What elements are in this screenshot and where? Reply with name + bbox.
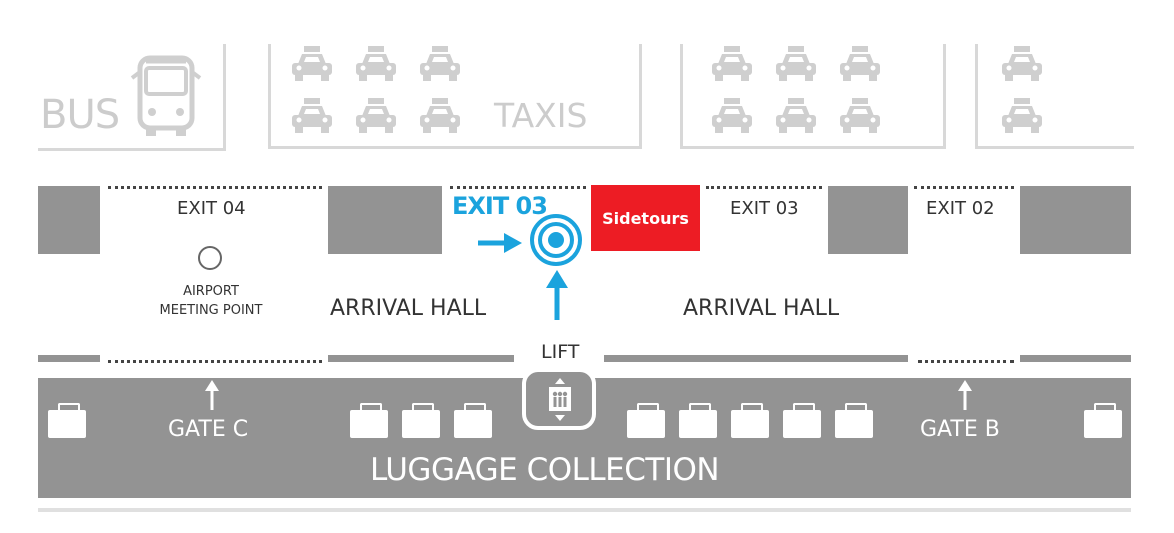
wall-block <box>328 186 442 254</box>
lift-icon[interactable] <box>522 368 596 430</box>
bottom-rule <box>38 508 1131 512</box>
gate-c-label: GATE C <box>168 417 249 442</box>
taxi-icon <box>356 46 396 81</box>
arrival-hall-right: ARRIVAL HALL <box>683 296 840 321</box>
taxi-bay-2 <box>680 44 946 149</box>
sidetours-badge[interactable]: Sidetours <box>591 185 700 251</box>
exit-03-label: EXIT 03 <box>730 198 799 219</box>
taxi-icon <box>712 46 752 81</box>
luggage-icon <box>402 403 440 438</box>
taxis-label: TAXIS <box>494 96 588 135</box>
gate-c-arrow-icon <box>205 380 219 410</box>
taxi-icon <box>292 46 332 81</box>
luggage-icon <box>1084 403 1122 438</box>
exit-doorway <box>914 186 1014 189</box>
luggage-icon <box>731 403 769 438</box>
luggage-icon <box>679 403 717 438</box>
exit-03-highlight: EXIT 03 <box>452 192 548 220</box>
arrival-hall-left: ARRIVAL HALL <box>330 296 487 321</box>
luggage-icon <box>350 403 388 438</box>
gate-b-label: GATE B <box>920 417 1000 442</box>
taxi-icon <box>776 46 816 81</box>
you-are-here-icon <box>530 214 582 266</box>
lift-label: LIFT <box>541 341 580 363</box>
taxi-icon <box>712 98 752 133</box>
gate-doorway <box>918 360 1014 363</box>
arrow-right-icon <box>478 233 522 253</box>
arrow-up-icon <box>546 270 568 320</box>
lower-wall <box>38 355 100 362</box>
luggage-icon <box>454 403 492 438</box>
taxi-bay-1 <box>268 44 642 149</box>
exit-doorway <box>450 186 586 189</box>
taxi-icon <box>292 98 332 133</box>
exit-02-label: EXIT 02 <box>926 198 995 219</box>
taxi-icon <box>420 46 460 81</box>
bus-label: BUS <box>40 92 120 138</box>
bus-icon <box>130 55 202 136</box>
taxi-icon <box>840 46 880 81</box>
taxi-icon <box>840 98 880 133</box>
taxi-icon <box>420 98 460 133</box>
bus-bay <box>38 44 226 151</box>
exit-doorway <box>108 186 322 189</box>
luggage-icon <box>627 403 665 438</box>
meeting-point-label: AIRPORT MEETING POINT <box>150 282 272 320</box>
luggage-icon <box>783 403 821 438</box>
luggage-collection-label: LUGGAGE COLLECTION <box>370 452 720 488</box>
wall-block <box>1020 186 1131 254</box>
exit-doorway <box>706 186 822 189</box>
sidetours-label: Sidetours <box>602 208 689 228</box>
gate-doorway <box>108 360 322 363</box>
taxi-bay-3 <box>975 44 1134 149</box>
taxi-icon <box>776 98 816 133</box>
lower-wall <box>328 355 514 362</box>
wall-block <box>38 186 100 254</box>
lower-wall <box>604 355 908 362</box>
meeting-point-icon <box>198 246 222 270</box>
taxi-icon <box>1002 98 1042 133</box>
exit-04-label: EXIT 04 <box>177 198 246 219</box>
wall-block <box>828 186 908 254</box>
lower-wall <box>1020 355 1131 362</box>
taxi-icon <box>1002 46 1042 81</box>
luggage-icon <box>48 403 86 438</box>
luggage-icon <box>835 403 873 438</box>
meeting-point-line2: MEETING POINT <box>159 303 263 318</box>
taxi-icon <box>356 98 396 133</box>
gate-b-arrow-icon <box>958 380 972 410</box>
meeting-point-line1: AIRPORT <box>183 284 239 299</box>
